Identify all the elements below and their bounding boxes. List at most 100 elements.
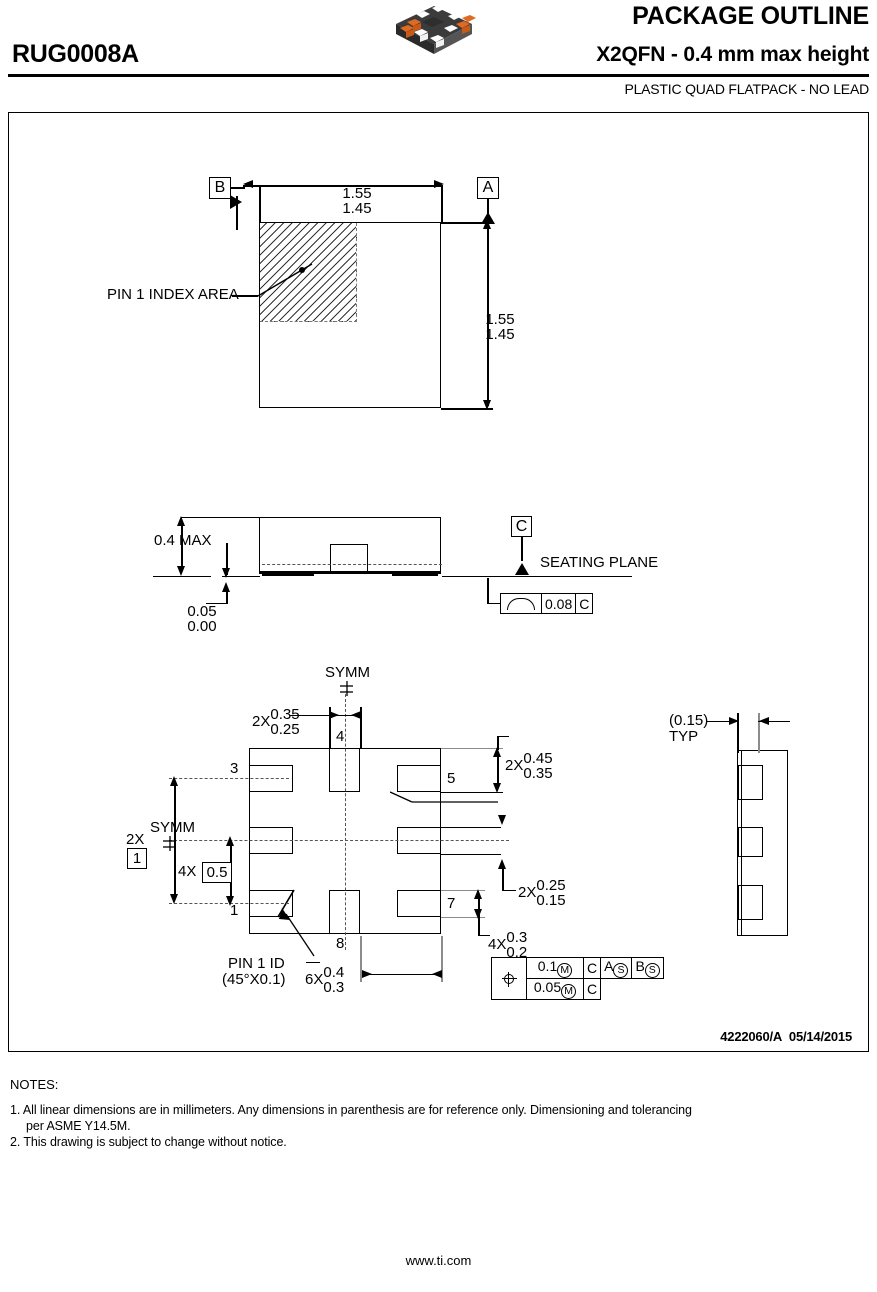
- pitch-arrow-up: [226, 836, 234, 846]
- pin1-index-leader-line: [257, 263, 313, 297]
- typ-value-label: (0.15): [669, 712, 709, 729]
- standoff-arrow-up: [222, 582, 230, 592]
- bottom-lead-dim-line: [362, 974, 442, 976]
- pin1-index-area-label: PIN 1 INDEX AREA: [107, 286, 239, 303]
- bottom-lead-arrow-l: [432, 970, 442, 978]
- mmc-modifier-icon: M: [557, 963, 573, 978]
- note-1-line-2: per ASME Y14.5M.: [26, 1119, 131, 1133]
- typ-ext-right: [758, 713, 760, 753]
- top-height-dim-line: [487, 226, 489, 406]
- height-arrow-down: [177, 566, 185, 576]
- height-ext-bottom: [153, 576, 211, 578]
- position-icon: [501, 971, 517, 987]
- pin3-centerline: [169, 778, 289, 779]
- pin1-index-leader-h: [232, 295, 258, 297]
- typ-arrow-r: [729, 717, 739, 725]
- mmc-modifier-icon-2: M: [561, 984, 577, 999]
- mid-lead-ext-top: [441, 827, 501, 829]
- lead-width-arrow-up: [474, 889, 482, 899]
- corner-lead-ext-top: [441, 748, 503, 750]
- top-width-ext-left: [259, 186, 261, 222]
- top-width-arrow-left: [243, 180, 253, 188]
- bottom-lead-ext-left: [360, 936, 362, 982]
- lead-width-ext-bottom: [441, 917, 485, 919]
- part-number: RUG0008A: [12, 40, 139, 68]
- lead-width-ext-top: [441, 890, 485, 892]
- pin-number-8: 8: [336, 935, 345, 952]
- lead-width-leader-h: [478, 935, 490, 937]
- centerline-symbol-left: [163, 836, 176, 851]
- package-3d-icon: [396, 5, 476, 54]
- corner-lead-leader-v: [497, 736, 499, 750]
- seating-plane-line: [442, 576, 632, 578]
- datum-a-label: A: [477, 177, 499, 199]
- typ-arrow-l: [759, 717, 769, 725]
- span-qty-label: 2X: [126, 831, 145, 848]
- notes-heading: NOTES:: [10, 1077, 59, 1092]
- seating-plane-ref-left: [222, 576, 260, 578]
- footer-url[interactable]: www.ti.com: [405, 1253, 472, 1268]
- lead-width-dim-line: [478, 895, 480, 913]
- corner-lead-arrow-down: [493, 783, 501, 793]
- mmc-modifier-icon-a: S: [613, 963, 629, 978]
- span-dim-line: [174, 783, 176, 899]
- datum-b-label: B: [209, 177, 231, 199]
- typ-dim-line-left: [706, 721, 738, 723]
- note-2: 2. This drawing is subject to change wit…: [10, 1135, 287, 1149]
- pitch-value-box: 0.5: [202, 862, 232, 883]
- pin1-id-label: PIN 1 ID: [228, 955, 285, 972]
- flatness-value-cell: 0.08: [540, 593, 577, 614]
- flatness-symbol-cell: [500, 593, 542, 614]
- pin5-leader: [390, 791, 498, 803]
- typ-label: TYP: [669, 728, 699, 745]
- datum-c-stem: [521, 537, 523, 561]
- top-width-ext-right: [441, 186, 443, 222]
- span-arrow-up: [170, 776, 178, 786]
- seating-plane-label: SEATING PLANE: [540, 554, 659, 571]
- flatness-leader-v: [487, 578, 489, 603]
- symm-horizontal-centerline: [169, 840, 509, 841]
- top-lead-arrow-l: [351, 711, 361, 719]
- lead-pin-7: [397, 890, 441, 917]
- symm-top-label: SYMM: [325, 664, 370, 681]
- mid-lead-leader-h: [502, 890, 516, 892]
- header-divider: [8, 74, 869, 77]
- mid-lead-leader-v: [502, 869, 504, 891]
- corner-lead-arrow-up: [493, 747, 501, 757]
- lead-pin-5: [397, 765, 441, 792]
- lead-pin-4: [329, 748, 360, 792]
- pin1-id-detail: (45°X0.1): [222, 971, 286, 988]
- pin1-index-area-hatch: [260, 223, 357, 322]
- side-view-bottom-edge: [259, 572, 441, 575]
- symm-left-label: SYMM: [150, 819, 195, 836]
- standoff-leader: [206, 603, 228, 605]
- bottom-lead-ext-right: [441, 936, 443, 982]
- page-title: PACKAGE OUTLINE: [632, 2, 869, 30]
- side-view-hidden-line: [262, 564, 442, 565]
- fcf-blank-1: [601, 979, 632, 1000]
- pin1-id-leader: [279, 908, 315, 957]
- pin-number-5: 5: [447, 770, 456, 787]
- pin-number-7: 7: [447, 895, 456, 912]
- mmc-modifier-icon-b: S: [644, 963, 660, 978]
- pitch-qty-label: 4X: [178, 863, 197, 880]
- mid-lead-ext-bottom: [441, 854, 501, 856]
- flatness-control-frame: 0.08 C: [500, 593, 594, 614]
- height-ext-top: [181, 517, 259, 519]
- symm-vertical-centerline: [345, 694, 346, 950]
- side-view-lead-right: [392, 574, 438, 576]
- position-datum-c-1: C: [582, 957, 602, 979]
- document-number: 4222060/A 05/14/2015: [720, 1029, 852, 1044]
- datum-b-triangle: [230, 195, 242, 209]
- top-lead-ext-left: [329, 707, 331, 749]
- typ-ext-left: [737, 713, 739, 753]
- page-subtitle: X2QFN - 0.4 mm max height: [596, 43, 869, 66]
- pitch-arrow-down: [226, 896, 234, 906]
